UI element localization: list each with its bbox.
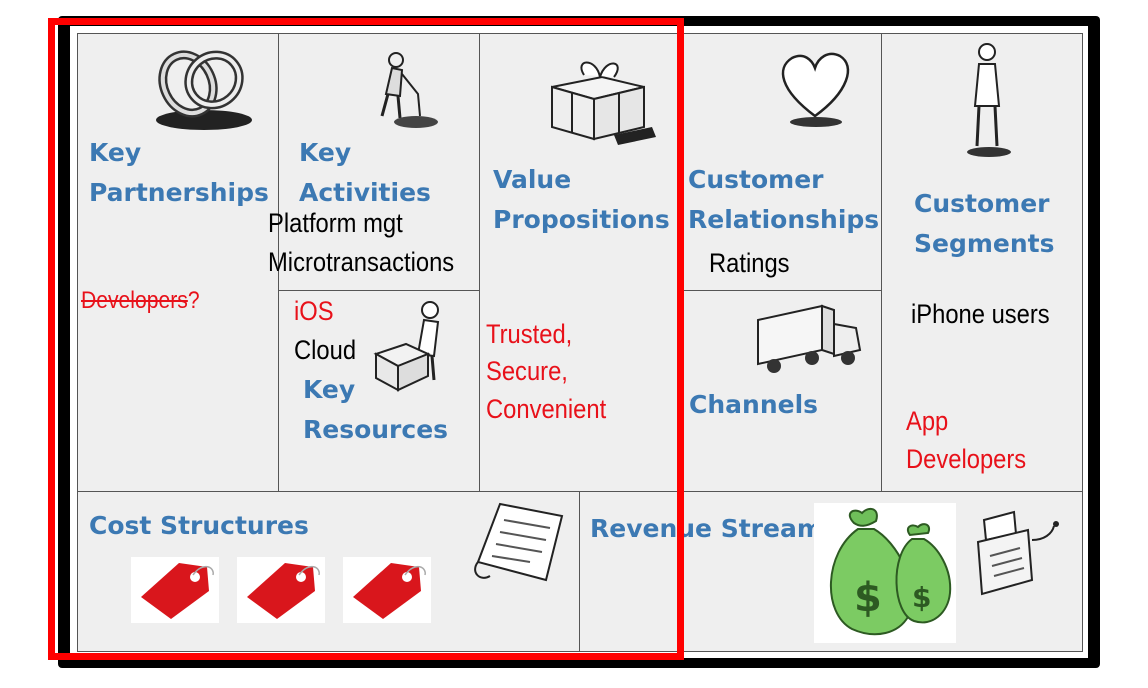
ratings-note: Ratings xyxy=(709,248,790,278)
price-tag-icon xyxy=(237,557,325,623)
heart-icon xyxy=(781,52,850,127)
highlight-frame xyxy=(48,18,684,660)
channels-title: Channels xyxy=(689,390,819,419)
secure-note: Secure, xyxy=(486,356,568,386)
convenient-note: Convenient xyxy=(486,394,607,424)
invoice-document-icon xyxy=(474,502,564,582)
app-note: App xyxy=(906,406,949,436)
rings-icon xyxy=(156,50,252,130)
svg-text:$: $ xyxy=(854,575,882,621)
person-standing-icon xyxy=(967,43,1011,157)
customer-segments-title: Customer Segments xyxy=(914,189,1055,258)
platform-mgt-note: Platform mgt xyxy=(268,208,403,238)
cost-structures-title: Cost Structures xyxy=(89,511,309,540)
key-partnerships-title: Key Partnerships xyxy=(89,138,269,207)
svg-text:$: $ xyxy=(912,581,931,614)
iphone-users-note: iPhone users xyxy=(911,299,1050,329)
delivery-truck-icon xyxy=(757,304,862,373)
value-propositions-title: Value Propositions xyxy=(493,165,670,234)
worker-with-crate-icon xyxy=(373,301,440,392)
microtransactions-note: Microtransactions xyxy=(268,247,455,277)
app-developers-note: Developers xyxy=(906,444,1027,474)
price-tag-icon xyxy=(343,557,431,623)
money-bags-icon: $ $ xyxy=(814,503,956,643)
trusted-note: Trusted, xyxy=(486,319,573,349)
key-activities-title: Key Activities xyxy=(299,138,431,207)
cloud-note: Cloud xyxy=(294,335,357,365)
worker-digging-icon xyxy=(380,52,438,128)
customer-relationships-title: Customer Relationships xyxy=(688,165,880,234)
cash-register-icon xyxy=(976,510,1059,596)
ios-note: iOS xyxy=(294,296,334,326)
revenue-streams-title: Revenue Streams xyxy=(590,514,838,543)
gift-box-icon xyxy=(551,61,656,145)
key-resources-block xyxy=(278,290,480,492)
customer-segments-block xyxy=(881,33,1083,492)
key-resources-title: Key Resources xyxy=(303,375,449,444)
price-tag-icon xyxy=(131,557,219,623)
developers-note: Developers? xyxy=(81,287,200,314)
